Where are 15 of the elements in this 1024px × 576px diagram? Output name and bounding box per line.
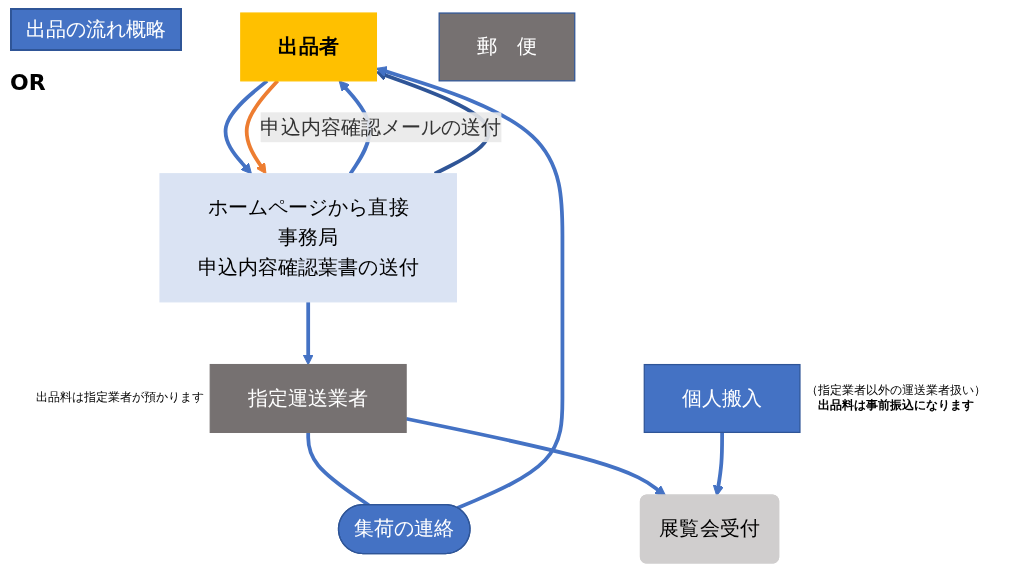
node-box: ホームページから直接 事務局 申込内容確認葉書の送付	[159, 173, 457, 303]
arrow	[302, 301, 314, 366]
arrow	[223, 79, 269, 175]
note-text: 出品料は事前振込になります	[816, 398, 975, 414]
node-box: 個人搬入	[643, 363, 801, 433]
node-box: 出品者	[240, 12, 377, 82]
node-box: 指定運送業者	[209, 363, 407, 433]
node-box: 郵 便	[438, 12, 576, 82]
note-text: （指定業者以外の運送業者扱い）	[805, 383, 986, 399]
title-banner: 出品の流れ概略	[10, 8, 182, 51]
note-text: OR	[10, 70, 46, 95]
edge-label: 申込内容確認メールの送付	[260, 114, 502, 139]
note-text: 出品料は指定業者が預かります	[36, 390, 205, 406]
arrow	[244, 79, 280, 175]
arrow	[712, 432, 724, 497]
